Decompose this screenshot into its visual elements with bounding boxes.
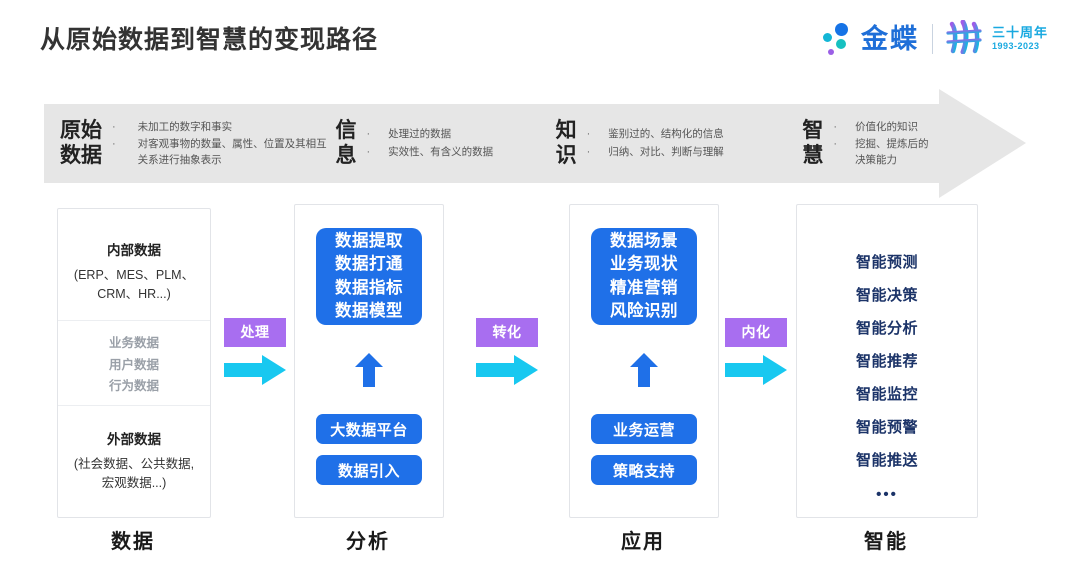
card-data: 内部数据 (ERP、MES、PLM、 CRM、HR...) 业务数据 用户数据 … bbox=[57, 208, 211, 518]
list-item: · 未加工的数字和事实 bbox=[112, 119, 327, 136]
banner-stage-bullets: · 价值化的知识 · 挖掘、提炼后的决策能力 bbox=[833, 119, 939, 169]
footer-label-intelligence: 智能 bbox=[864, 531, 908, 553]
bullet-icon: · bbox=[833, 137, 838, 150]
bullet-icon: · bbox=[112, 120, 116, 133]
list-item: 智能预警 bbox=[855, 419, 918, 436]
list-item: · 鉴别过的、结构化的信息 bbox=[587, 126, 724, 143]
banner-stage-title: 知 识 bbox=[555, 118, 577, 167]
logo-dots-icon bbox=[822, 22, 856, 56]
card-analysis: 数据提取 数据打通 数据指标 数据模型 大数据平台 数据引入 bbox=[294, 204, 444, 518]
card-data-external: 外部数据 (社会数据、公共数据, 宏观数据...) bbox=[73, 432, 195, 491]
right-arrow-icon bbox=[224, 354, 286, 386]
anniversary-text: 三十周年 1993-2023 bbox=[992, 26, 1048, 51]
banner-stage-bullets: · 未加工的数字和事实 · 对客观事物的数量、属性、位置及其相互关系进行抽象表示 bbox=[112, 119, 327, 169]
up-arrow-icon bbox=[355, 353, 383, 387]
bullet-icon: · bbox=[833, 120, 838, 133]
connector-label: 转化 bbox=[476, 318, 538, 347]
analysis-pill-ingest: 数据引入 bbox=[316, 455, 422, 485]
list-item: · 价值化的知识 bbox=[833, 119, 939, 136]
list-item: 智能决策 bbox=[855, 287, 918, 304]
banner-stages: 原始 数据 · 未加工的数字和事实 · 对客观事物的数量、属性、位置及其相互关系… bbox=[44, 104, 939, 183]
bullet-icon: · bbox=[366, 128, 371, 141]
card-application: 数据场景 业务现状 精准营销 风险识别 业务运营 策略支持 bbox=[569, 204, 719, 518]
list-item: · 实效性、有含义的数据 bbox=[366, 144, 493, 161]
analysis-capability-box: 数据提取 数据打通 数据指标 数据模型 bbox=[316, 228, 422, 325]
application-pill-operations: 业务运营 bbox=[591, 414, 697, 444]
bullet-icon: · bbox=[366, 145, 371, 158]
list-item: 智能推送 bbox=[855, 452, 918, 469]
card-data-categories: 业务数据 用户数据 行为数据 bbox=[58, 321, 210, 406]
banner-stage-wisdom: 智 慧 · 价值化的知识 · 挖掘、提炼后的决策能力 bbox=[794, 104, 939, 183]
ellipsis-indicator: ••• bbox=[876, 486, 898, 503]
intelligence-items: 智能预测 智能决策 智能分析 智能推荐 智能监控 智能预警 智能推送 ••• bbox=[797, 255, 977, 503]
dikw-banner: 原始 数据 · 未加工的数字和事实 · 对客观事物的数量、属性、位置及其相互关系… bbox=[44, 89, 1026, 198]
connector-internalization: 内化 bbox=[725, 318, 787, 386]
banner-stage-title: 信 息 bbox=[335, 118, 357, 167]
list-item: 智能预测 bbox=[855, 254, 918, 271]
list-item: · 挖掘、提炼后的决策能力 bbox=[833, 137, 929, 167]
kingdee-logo: 金蝶 三十周年 1993-2023 bbox=[822, 19, 1048, 59]
banner-stage-knowledge: 知 识 · 鉴别过的、结构化的信息 · 归纳、对比、判断与理解 bbox=[548, 104, 795, 183]
banner-stage-title: 原始 数据 bbox=[60, 118, 102, 167]
list-item: · 处理过的数据 bbox=[366, 126, 493, 143]
bullet-icon: · bbox=[586, 128, 591, 141]
application-pill-strategy: 策略支持 bbox=[591, 455, 697, 485]
up-arrow-icon bbox=[630, 353, 658, 387]
footer-label-analysis: 分析 bbox=[346, 531, 390, 553]
card-intelligence: 智能预测 智能决策 智能分析 智能推荐 智能监控 智能预警 智能推送 ••• bbox=[796, 204, 978, 518]
list-item: 智能分析 bbox=[855, 320, 918, 337]
application-capability-box: 数据场景 业务现状 精准营销 风险识别 bbox=[591, 228, 697, 325]
banner-arrow-shape bbox=[44, 89, 1026, 198]
right-arrow-icon bbox=[725, 354, 787, 386]
list-item: 智能监控 bbox=[855, 386, 918, 403]
list-item: · 对客观事物的数量、属性、位置及其相互关系进行抽象表示 bbox=[112, 137, 327, 167]
card-data-internal: 内部数据 (ERP、MES、PLM、 CRM、HR...) bbox=[58, 209, 210, 321]
anniversary-label: 三十周年 bbox=[991, 25, 1048, 41]
banner-stage-bullets: · 处理过的数据 · 实效性、有含义的数据 bbox=[366, 126, 493, 160]
analysis-pill-platform: 大数据平台 bbox=[316, 414, 422, 444]
right-arrow-icon bbox=[476, 354, 538, 386]
logo-brand-name: 金蝶 bbox=[860, 23, 919, 54]
banner-stage-raw-data: 原始 数据 · 未加工的数字和事实 · 对客观事物的数量、属性、位置及其相互关系… bbox=[44, 104, 327, 183]
connector-processing: 处理 bbox=[224, 318, 286, 386]
list-item: · 归纳、对比、判断与理解 bbox=[587, 144, 724, 161]
connector-label: 内化 bbox=[725, 318, 787, 347]
banner-stage-information: 信 息 · 处理过的数据 · 实效性、有含义的数据 bbox=[327, 104, 547, 183]
bullet-icon: · bbox=[586, 145, 591, 158]
footer-label-data: 数据 bbox=[111, 531, 155, 553]
page-title: 从原始数据到智慧的变现路径 bbox=[40, 26, 379, 54]
logo-divider bbox=[931, 24, 933, 54]
banner-stage-title: 智 慧 bbox=[802, 118, 824, 167]
bullet-icon: · bbox=[112, 137, 116, 150]
connector-transformation: 转化 bbox=[476, 318, 538, 386]
anniversary-years: 1993-2023 bbox=[991, 40, 1040, 51]
list-item: 智能推荐 bbox=[855, 353, 918, 370]
connector-label: 处理 bbox=[224, 318, 286, 347]
footer-label-application: 应用 bbox=[621, 531, 665, 553]
anniversary-mark-icon bbox=[946, 19, 986, 59]
banner-stage-bullets: · 鉴别过的、结构化的信息 · 归纳、对比、判断与理解 bbox=[587, 126, 724, 160]
